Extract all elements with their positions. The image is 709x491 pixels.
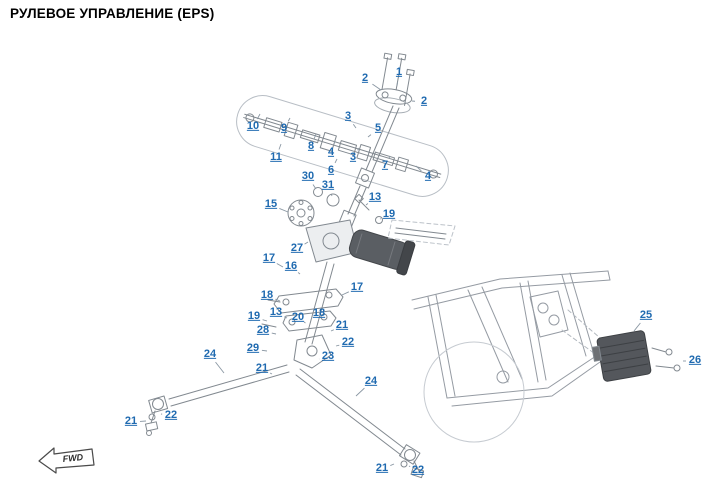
part-callout-13[interactable]: 13 — [269, 305, 283, 318]
part-callout-22[interactable]: 22 — [164, 408, 178, 421]
part-callout-9[interactable]: 9 — [280, 121, 288, 134]
part-callout-2[interactable]: 2 — [420, 94, 428, 107]
part-callout-13[interactable]: 13 — [368, 190, 382, 203]
part-callout-15[interactable]: 15 — [264, 197, 278, 210]
part-callout-2[interactable]: 2 — [361, 71, 369, 84]
part-callout-11[interactable]: 11 — [270, 150, 282, 163]
right-tie-rod-art — [295, 368, 425, 479]
part-callout-4[interactable]: 4 — [327, 145, 335, 158]
part-callout-6[interactable]: 6 — [327, 163, 335, 176]
part-callout-30[interactable]: 30 — [301, 169, 315, 182]
part-callout-16[interactable]: 16 — [284, 259, 298, 272]
part-callout-22[interactable]: 22 — [341, 335, 355, 348]
fwd-arrow-icon — [38, 447, 95, 474]
part-callout-24[interactable]: 24 — [203, 347, 217, 360]
part-callout-26[interactable]: 26 — [688, 353, 702, 366]
part-callout-1[interactable]: 1 — [395, 65, 403, 78]
part-callout-21[interactable]: 21 — [375, 461, 389, 474]
part-callout-24[interactable]: 24 — [364, 374, 378, 387]
page-title: РУЛЕВОЕ УПРАВЛЕНИЕ (EPS) — [10, 6, 215, 21]
part-callout-18[interactable]: 18 — [260, 288, 274, 301]
left-tie-rod-art — [144, 364, 290, 436]
part-callout-7[interactable]: 7 — [381, 158, 389, 171]
part-callout-5[interactable]: 5 — [374, 121, 382, 134]
part-callout-28[interactable]: 28 — [256, 323, 270, 336]
part-callout-29[interactable]: 29 — [246, 341, 260, 354]
tie-rod-assembly-balloon — [236, 95, 449, 197]
part-callout-19[interactable]: 19 — [382, 207, 396, 220]
part-callout-21[interactable]: 21 — [255, 361, 269, 374]
part-callout-10[interactable]: 10 — [246, 119, 260, 132]
part-callout-23[interactable]: 23 — [321, 349, 335, 362]
fwd-label: FWD — [62, 452, 84, 464]
part-callout-17[interactable]: 17 — [350, 280, 364, 293]
part-callout-3[interactable]: 3 — [349, 150, 357, 163]
part-callout-4[interactable]: 4 — [424, 169, 432, 182]
part-callout-22[interactable]: 22 — [411, 463, 425, 476]
steering-column-art — [261, 105, 400, 369]
fwd-direction-marker: FWD — [36, 442, 98, 478]
part-callout-20[interactable]: 20 — [291, 310, 305, 323]
part-callout-3[interactable]: 3 — [344, 109, 352, 122]
part-callout-25[interactable]: 25 — [639, 308, 653, 321]
eps-controller-art — [591, 330, 681, 382]
part-callout-8[interactable]: 8 — [307, 139, 315, 152]
part-callout-19[interactable]: 19 — [247, 309, 261, 322]
part-callout-17[interactable]: 17 — [262, 251, 276, 264]
part-callout-31[interactable]: 31 — [321, 178, 335, 191]
frame-art — [411, 270, 611, 443]
part-callout-21[interactable]: 21 — [124, 414, 138, 427]
part-callout-21[interactable]: 21 — [335, 318, 349, 331]
part-callout-18[interactable]: 18 — [312, 306, 326, 319]
eps-motor-art — [305, 219, 456, 276]
part-callout-27[interactable]: 27 — [290, 241, 304, 254]
